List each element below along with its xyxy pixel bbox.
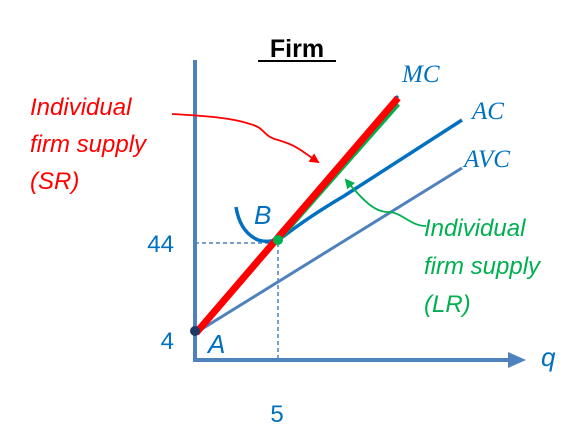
y-tick-44: 44	[147, 231, 174, 258]
avc-label: AVC	[462, 146, 510, 173]
chart-title: Firm	[270, 35, 324, 63]
lr-annotation-line2: firm supply	[424, 253, 542, 280]
sr-annotation-line1: Individual	[30, 94, 132, 121]
lr-annotation-line1: Individual	[424, 215, 526, 242]
y-tick-4: 4	[161, 328, 174, 355]
x-axis-arrowhead	[508, 352, 526, 368]
lr-annotation-line3: (LR)	[424, 291, 471, 318]
ac-curve	[234, 118, 463, 244]
sr-annotation-line2: firm supply	[30, 131, 148, 158]
sr-supply-segment	[193, 95, 401, 336]
sr-annotation-arrow	[171, 113, 320, 164]
lr-annotation-arrow	[344, 178, 427, 227]
point-b-dot	[273, 235, 283, 245]
point-a-label: A	[206, 329, 225, 359]
ac-label: AC	[470, 98, 504, 125]
x-tick-5: 5	[270, 401, 283, 428]
sr-annotation-line3: (SR)	[30, 168, 79, 195]
avc-curve	[196, 166, 463, 334]
mc-label: MC	[401, 61, 440, 88]
point-a-dot	[190, 326, 200, 336]
point-b-label: B	[254, 200, 271, 230]
x-axis-label: q	[541, 342, 556, 372]
